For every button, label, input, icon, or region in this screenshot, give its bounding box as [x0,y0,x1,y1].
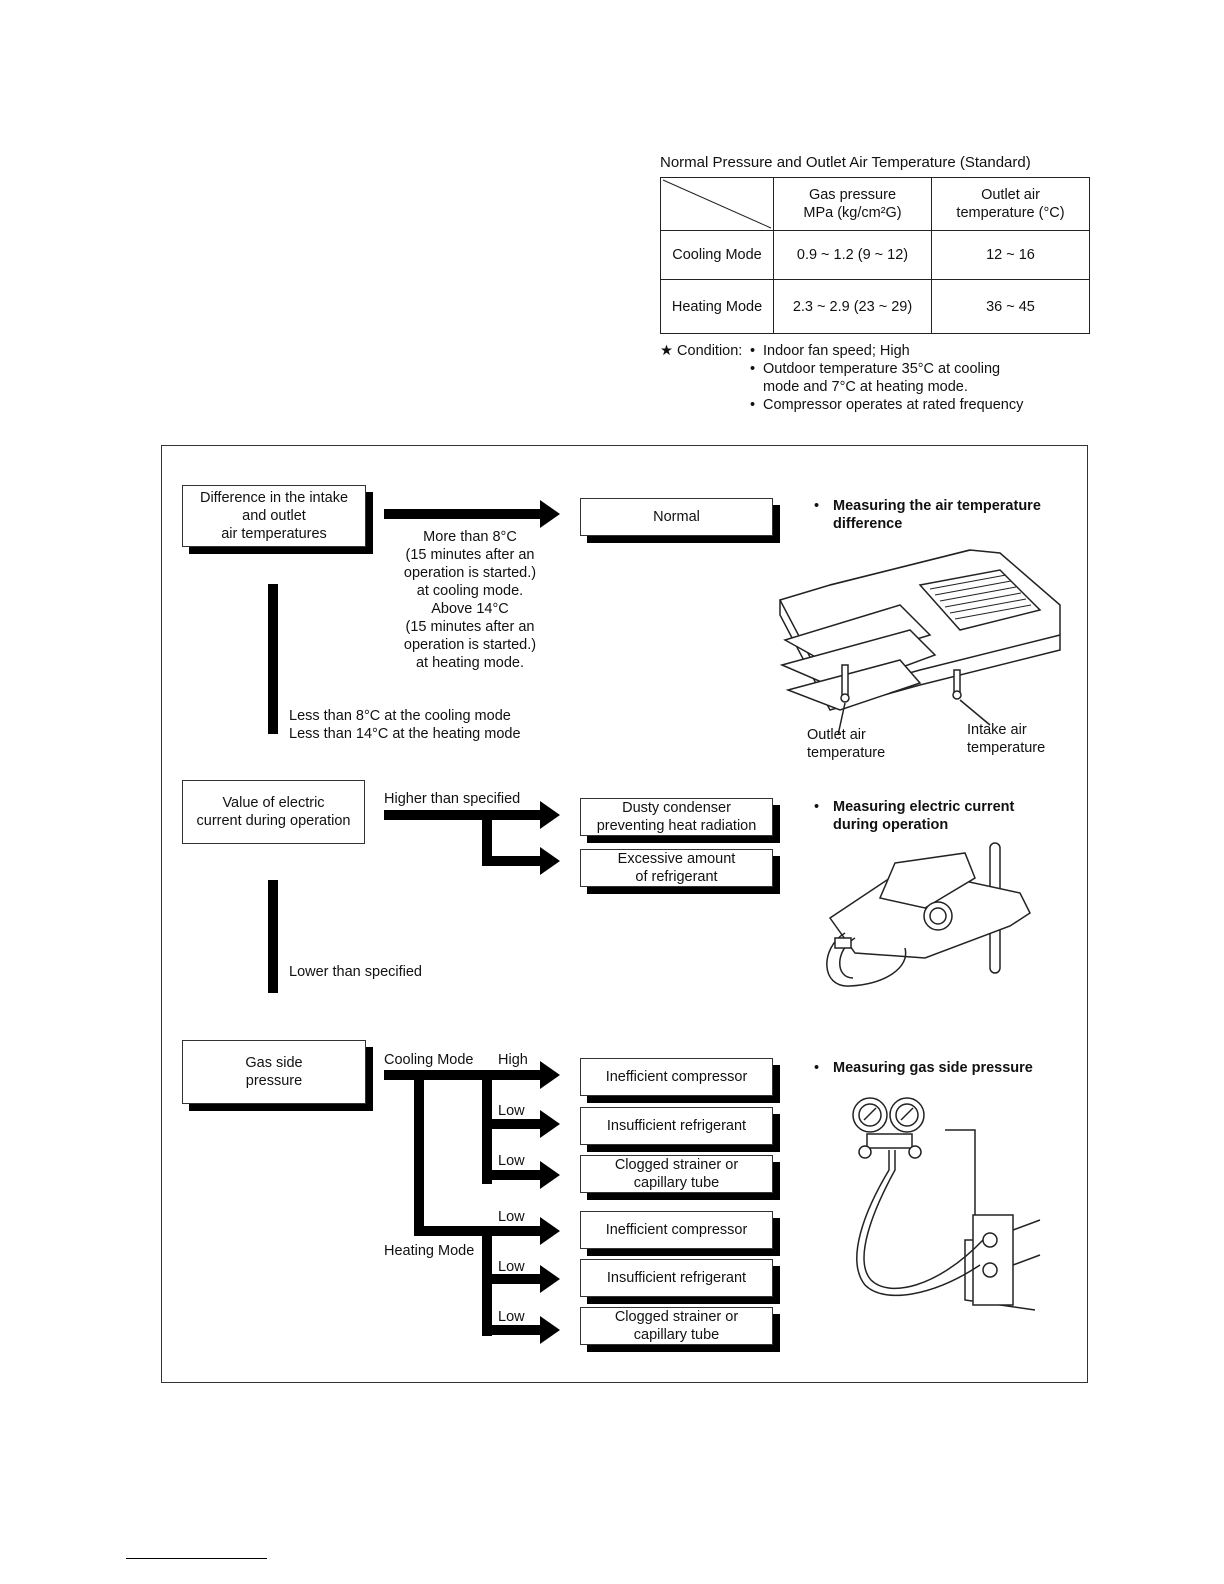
table-corner-cell [660,177,774,231]
row-heating-pressure: 2.3 ~ 2.9 (23 ~ 29) [773,279,932,334]
gauge-manifold-illustration [852,1097,1041,1311]
note-gas-pressure-title: Measuring gas side pressure [833,1060,1033,1076]
condition-item-1: Indoor fan speed; High [763,343,910,359]
note-air-temp-title: Measuring the air temperature difference [833,498,1041,532]
lower-than-specified-label: Lower than specified [289,964,422,980]
low-label: Low [498,1309,525,1325]
low-label: Low [498,1103,525,1119]
bullet: • [814,498,820,514]
abnormal-condition-label: Less than 8°C at the cooling mode Less t… [289,708,521,742]
result-clogged-strainer: Clogged strainer or capillary tube [580,1155,773,1193]
heating-mode-label: Heating Mode [384,1243,475,1259]
result-excessive-refrigerant: Excessive amount of refrigerant [580,849,773,887]
flow-bar-section1 [268,584,278,734]
normal-condition-label: More than 8°C (15 minutes after an opera… [403,529,537,671]
standard-table: Gas pressure MPa (kg/cm²G) Outlet air te… [660,177,1090,334]
bullet: • [750,361,756,377]
result-normal: Normal [580,498,773,536]
condition-label: ★ Condition: [660,343,743,359]
diagnosis-flowchart [161,445,1088,1383]
bullet: • [814,1060,820,1076]
condition-item-2: Outdoor temperature 35°C at cooling mode… [763,361,1001,395]
low-label: Low [498,1209,525,1225]
result-dusty-condenser: Dusty condenser preventing heat radiatio… [580,798,773,836]
flow-bar-section2 [268,880,278,993]
clamp-meter-illustration [826,842,1031,987]
higher-than-specified-label: Higher than specified [384,791,521,807]
table-title: Normal Pressure and Outlet Air Temperatu… [660,154,1031,171]
result-clogged-strainer: Clogged strainer or capillary tube [580,1307,773,1345]
bullet: • [750,397,756,413]
result-insufficient-refrigerant: Insufficient refrigerant [580,1107,773,1145]
row-cooling-mode: Cooling Mode [660,230,774,280]
box-gas-side-pressure: Gas side pressure [182,1040,366,1104]
row-cooling-temp: 12 ~ 16 [931,230,1090,280]
result-insufficient-refrigerant: Insufficient refrigerant [580,1259,773,1297]
indoor-unit-illustration [778,549,1061,736]
row-heating-mode: Heating Mode [660,279,774,334]
low-label: Low [498,1153,525,1169]
result-inefficient-compressor: Inefficient compressor [580,1058,773,1096]
label-outlet-air-temp: Outlet air temperature [807,727,886,761]
label-intake-air-temp: Intake air temperature [967,722,1046,756]
cooling-mode-label: Cooling Mode [384,1052,474,1068]
result-inefficient-compressor: Inefficient compressor [580,1211,773,1249]
bullet: • [750,343,756,359]
low-label: Low [498,1259,525,1275]
row-heating-temp: 36 ~ 45 [931,279,1090,334]
diagonal-line [662,179,772,229]
note-electric-current-title: Measuring electric current during operat… [833,799,1015,833]
box-electric-current: Value of electric current during operati… [182,780,365,844]
box-temp-difference: Difference in the intake and outlet air … [182,485,366,547]
high-label: High [498,1052,528,1068]
condition-item-3: Compressor operates at rated frequency [763,397,1024,413]
bullet: • [814,799,820,815]
footer-rule [126,1558,267,1559]
